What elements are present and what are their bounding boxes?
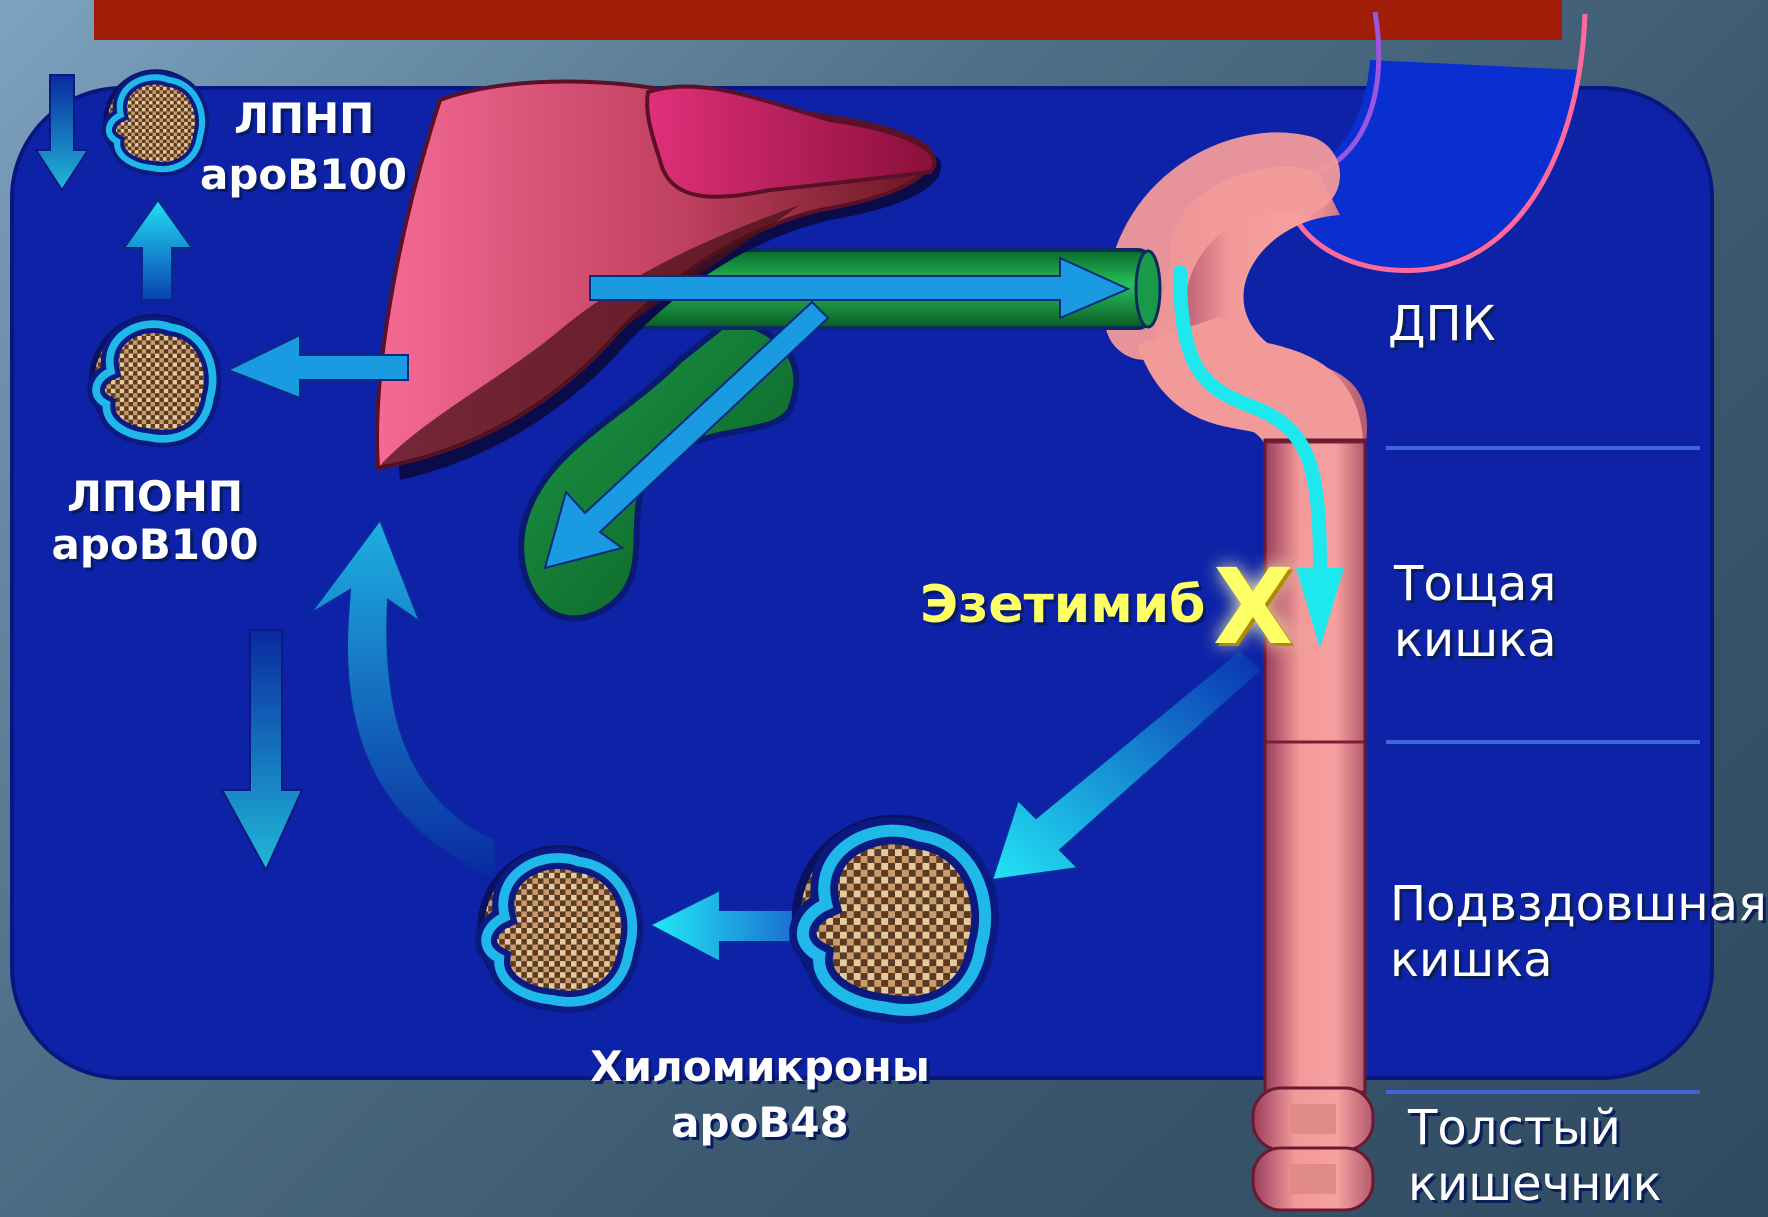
vldl-name: ЛПОНП — [40, 472, 270, 521]
ileum-tube — [1265, 742, 1365, 1092]
segment-jejunum-2: кишка — [1394, 616, 1557, 664]
chylo-name: Хиломикроны — [560, 1042, 960, 1091]
drug-label: Эзетимиб — [920, 575, 1205, 635]
segment-colon-1: Толстый — [1408, 1104, 1621, 1152]
ldl-apo: apoB100 — [200, 150, 407, 199]
segment-duodenum: ДПК — [1388, 300, 1496, 348]
ldl-particle — [103, 69, 209, 175]
segment-ileum-1: Подвздовшная — [1390, 880, 1767, 928]
chylomicron-large — [792, 815, 998, 1021]
chylo-apo: apoB48 — [560, 1098, 960, 1147]
chylomicron-small — [477, 845, 643, 1011]
segment-colon-2: кишечник — [1408, 1160, 1662, 1208]
vldl-particle — [89, 314, 221, 446]
segment-ileum-2: кишка — [1390, 936, 1553, 984]
segment-jejunum-1: Тощая — [1394, 560, 1556, 608]
top-bar — [94, 0, 1562, 40]
ldl-name: ЛПНП — [234, 94, 374, 143]
vldl-apo: apoB100 — [40, 520, 270, 569]
block-mark: X — [1213, 555, 1293, 659]
